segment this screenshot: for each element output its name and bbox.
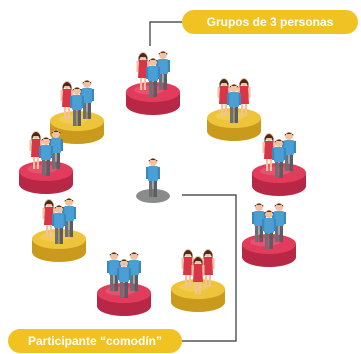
man-figure (62, 198, 76, 237)
woman-figure (237, 78, 251, 116)
man-figure (146, 58, 160, 97)
platform (19, 161, 73, 194)
group-platform-2 (207, 78, 261, 141)
man-figure (117, 259, 131, 298)
man-figure (146, 158, 160, 197)
platform (97, 283, 151, 316)
groups-callout: Grupos de 3 personas (182, 10, 358, 34)
group-platform-9 (171, 249, 225, 312)
platform (252, 163, 306, 196)
group-platform-7 (32, 198, 86, 262)
man-figure (272, 203, 286, 242)
connector-bottom (182, 194, 237, 342)
platform (136, 189, 170, 203)
man-figure (52, 205, 66, 244)
man-figure (272, 139, 286, 178)
platform (171, 279, 225, 312)
group-platform-8 (97, 252, 151, 316)
group-platform-3 (50, 80, 104, 144)
man-figure (80, 80, 94, 119)
man-figure (262, 210, 276, 249)
group-platform-4 (252, 132, 306, 196)
man-figure (252, 203, 266, 242)
man-figure (49, 130, 63, 169)
man-figure (127, 252, 141, 291)
man-figure (107, 252, 121, 291)
group-platform-6 (242, 203, 296, 267)
man-figure (282, 132, 296, 171)
groups-layer (19, 51, 306, 316)
wildcard-platform (136, 158, 170, 203)
platform (207, 108, 261, 141)
man-figure (156, 51, 170, 90)
man-figure (39, 137, 53, 176)
platform (126, 82, 180, 115)
platform (242, 234, 296, 267)
woman-figure (262, 133, 276, 171)
connector-top (149, 21, 182, 46)
man-figure (70, 87, 84, 126)
man-figure (227, 84, 241, 123)
woman-figure (191, 256, 205, 294)
woman-figure (136, 52, 150, 90)
platform (32, 229, 86, 262)
group-platform-1 (126, 51, 180, 115)
group-platform-5 (19, 130, 73, 194)
wildcard-callout: Participante “comodín” (8, 329, 182, 353)
